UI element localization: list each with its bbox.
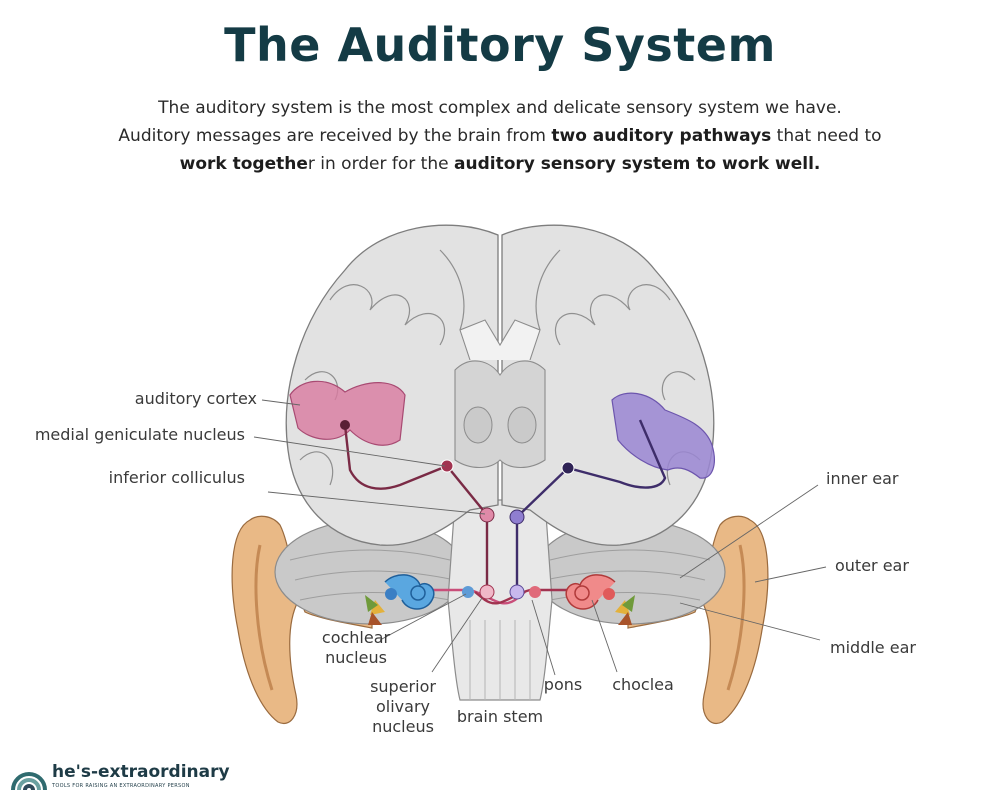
intro-text: that need to bbox=[771, 126, 882, 146]
intro-line-2: Auditory messages are received by the br… bbox=[60, 122, 940, 150]
brain-stem bbox=[447, 499, 553, 701]
label-superior-olivary-line2: olivary bbox=[376, 697, 430, 716]
label-brain-stem: brain stem bbox=[457, 707, 543, 726]
brand-logo: he's-extraordinary TOOLS FOR RAISING AN … bbox=[10, 762, 270, 792]
cerebrum bbox=[285, 224, 715, 546]
label-middle-ear: middle ear bbox=[830, 638, 916, 657]
intro-text: Auditory messages are received by the br… bbox=[118, 126, 552, 146]
intro-text: r in order for the bbox=[307, 154, 454, 174]
intro-paragraph: The auditory system is the most complex … bbox=[60, 94, 940, 178]
intro-line-3: work together in order for the auditory … bbox=[60, 150, 940, 178]
label-pons: pons bbox=[544, 675, 582, 694]
page-title: The Auditory System bbox=[224, 18, 776, 72]
label-outer-ear: outer ear bbox=[835, 556, 909, 575]
logo-name: he's-extraordinary bbox=[52, 762, 230, 782]
intro-line-1: The auditory system is the most complex … bbox=[158, 98, 842, 118]
label-superior-olivary-line3: nucleus bbox=[372, 717, 434, 736]
label-choclea: choclea bbox=[612, 675, 674, 694]
label-cochlear-nucleus-line1: cochlear bbox=[322, 628, 391, 647]
leader-lines bbox=[253, 399, 827, 676]
right-auditory-cortex-region bbox=[611, 392, 715, 479]
intro-bold-together: work togethe bbox=[179, 154, 308, 174]
intro-bold-pathways: two auditory pathways bbox=[551, 126, 772, 146]
label-medial-geniculate-nucleus: medial geniculate nucleus bbox=[35, 425, 245, 444]
label-cochlear-nucleus-line2: nucleus bbox=[325, 648, 387, 667]
left-cochlea bbox=[365, 574, 435, 625]
intro-bold-system: auditory sensory system to work well. bbox=[454, 154, 821, 174]
label-auditory-cortex: auditory cortex bbox=[135, 389, 257, 408]
rainbow-icon bbox=[11, 772, 47, 791]
label-superior-olivary-line1: superior bbox=[370, 677, 436, 696]
left-auditory-cortex-region bbox=[289, 380, 406, 446]
label-inferior-colliculus: inferior colliculus bbox=[109, 468, 245, 487]
label-inner-ear: inner ear bbox=[826, 469, 899, 488]
right-cochlea bbox=[565, 574, 635, 625]
logo-tagline: TOOLS FOR RAISING AN EXTRAORDINARY PERSO… bbox=[52, 783, 190, 789]
pathway-nuclei bbox=[340, 420, 575, 600]
